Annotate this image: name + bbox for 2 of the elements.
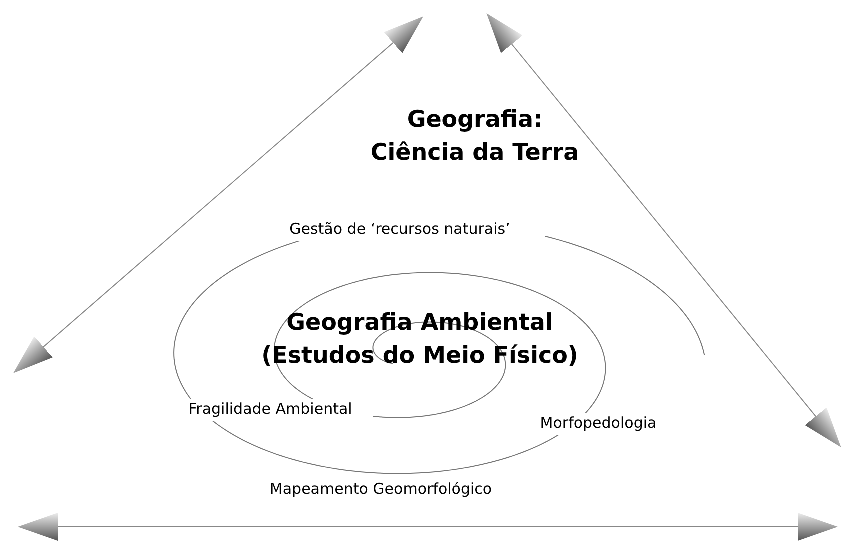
heading-label: Geografia Ambiental (Estudos do Meio Físico) — [260, 309, 580, 372]
title: Geografia: Ciência da Terra — [370, 106, 580, 168]
